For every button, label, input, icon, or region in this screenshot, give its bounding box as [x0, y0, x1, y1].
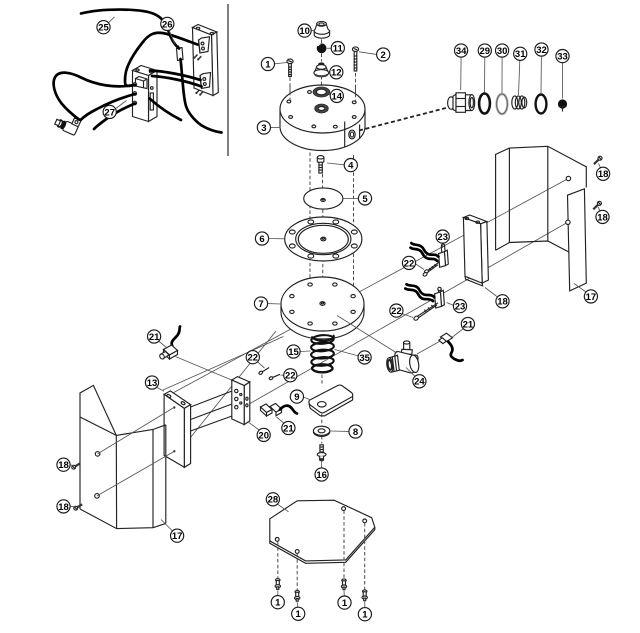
svg-text:1: 1 — [265, 59, 271, 70]
svg-text:18: 18 — [598, 169, 609, 180]
svg-text:14: 14 — [332, 91, 343, 102]
svg-text:18: 18 — [597, 212, 608, 223]
svg-text:7: 7 — [258, 299, 263, 310]
svg-text:23: 23 — [455, 302, 466, 313]
svg-text:10: 10 — [299, 26, 310, 37]
svg-text:18: 18 — [497, 297, 508, 308]
svg-text:29: 29 — [480, 46, 491, 57]
svg-text:23: 23 — [437, 232, 448, 243]
svg-text:13: 13 — [147, 378, 158, 389]
svg-text:22: 22 — [391, 306, 402, 317]
svg-text:34: 34 — [456, 46, 467, 57]
svg-text:22: 22 — [248, 353, 259, 364]
svg-text:33: 33 — [557, 52, 568, 63]
svg-text:1: 1 — [362, 610, 368, 621]
svg-text:15: 15 — [288, 347, 299, 358]
svg-text:22: 22 — [285, 371, 296, 382]
svg-text:21: 21 — [283, 423, 294, 434]
svg-text:22: 22 — [404, 258, 415, 269]
svg-text:8: 8 — [353, 427, 358, 438]
svg-text:1: 1 — [342, 598, 348, 609]
svg-text:30: 30 — [497, 46, 508, 57]
svg-text:28: 28 — [268, 495, 279, 506]
svg-text:17: 17 — [586, 292, 597, 303]
svg-text:32: 32 — [536, 45, 547, 56]
svg-text:1: 1 — [296, 609, 302, 620]
svg-text:25: 25 — [98, 23, 109, 34]
svg-text:3: 3 — [261, 123, 266, 134]
svg-text:16: 16 — [316, 470, 327, 481]
svg-text:11: 11 — [333, 44, 344, 55]
svg-text:26: 26 — [162, 19, 173, 30]
svg-text:9: 9 — [294, 392, 299, 403]
svg-text:17: 17 — [172, 531, 183, 542]
svg-text:1: 1 — [275, 598, 281, 609]
svg-text:18: 18 — [58, 460, 69, 471]
svg-text:18: 18 — [58, 502, 69, 513]
svg-text:4: 4 — [348, 161, 354, 172]
svg-text:2: 2 — [381, 50, 386, 61]
svg-text:20: 20 — [258, 430, 269, 441]
svg-text:6: 6 — [259, 234, 264, 245]
svg-text:12: 12 — [331, 68, 342, 79]
svg-text:35: 35 — [359, 353, 370, 364]
svg-text:21: 21 — [149, 332, 160, 343]
svg-text:5: 5 — [362, 194, 368, 205]
svg-text:24: 24 — [414, 377, 425, 388]
svg-text:21: 21 — [463, 319, 474, 330]
svg-text:27: 27 — [104, 107, 115, 118]
svg-text:31: 31 — [515, 49, 526, 60]
